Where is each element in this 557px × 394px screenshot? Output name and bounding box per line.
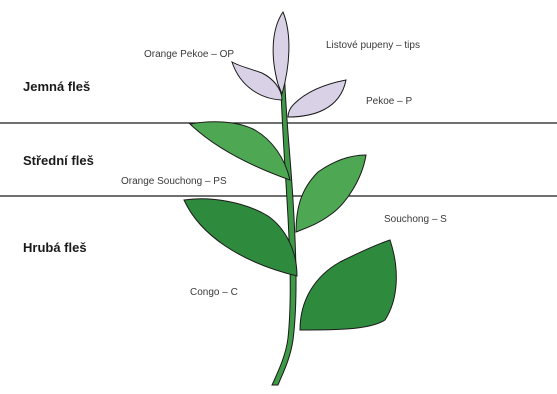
zone-label-medium: Střední fleš — [23, 153, 94, 168]
label-souchong: Souchong – S — [384, 214, 447, 225]
label-tips: Listové pupeny – tips — [326, 40, 420, 51]
leaf-souchong — [300, 240, 396, 330]
label-congo: Congo – C — [190, 287, 238, 298]
bud-tip — [273, 12, 289, 94]
label-pekoe: Pekoe – P — [366, 96, 412, 107]
zone-label-fine: Jemná fleš — [23, 79, 90, 94]
leaf-pekoe — [288, 80, 346, 117]
label-orange-pekoe: Orange Pekoe – OP — [144, 49, 234, 60]
leaf-congo — [184, 199, 297, 276]
label-orange-souchong: Orange Souchong – PS — [121, 176, 227, 187]
zone-label-coarse: Hrubá fleš — [23, 240, 87, 255]
leaf-medium-right — [296, 155, 366, 232]
leaf-orange-souchong — [190, 122, 290, 180]
